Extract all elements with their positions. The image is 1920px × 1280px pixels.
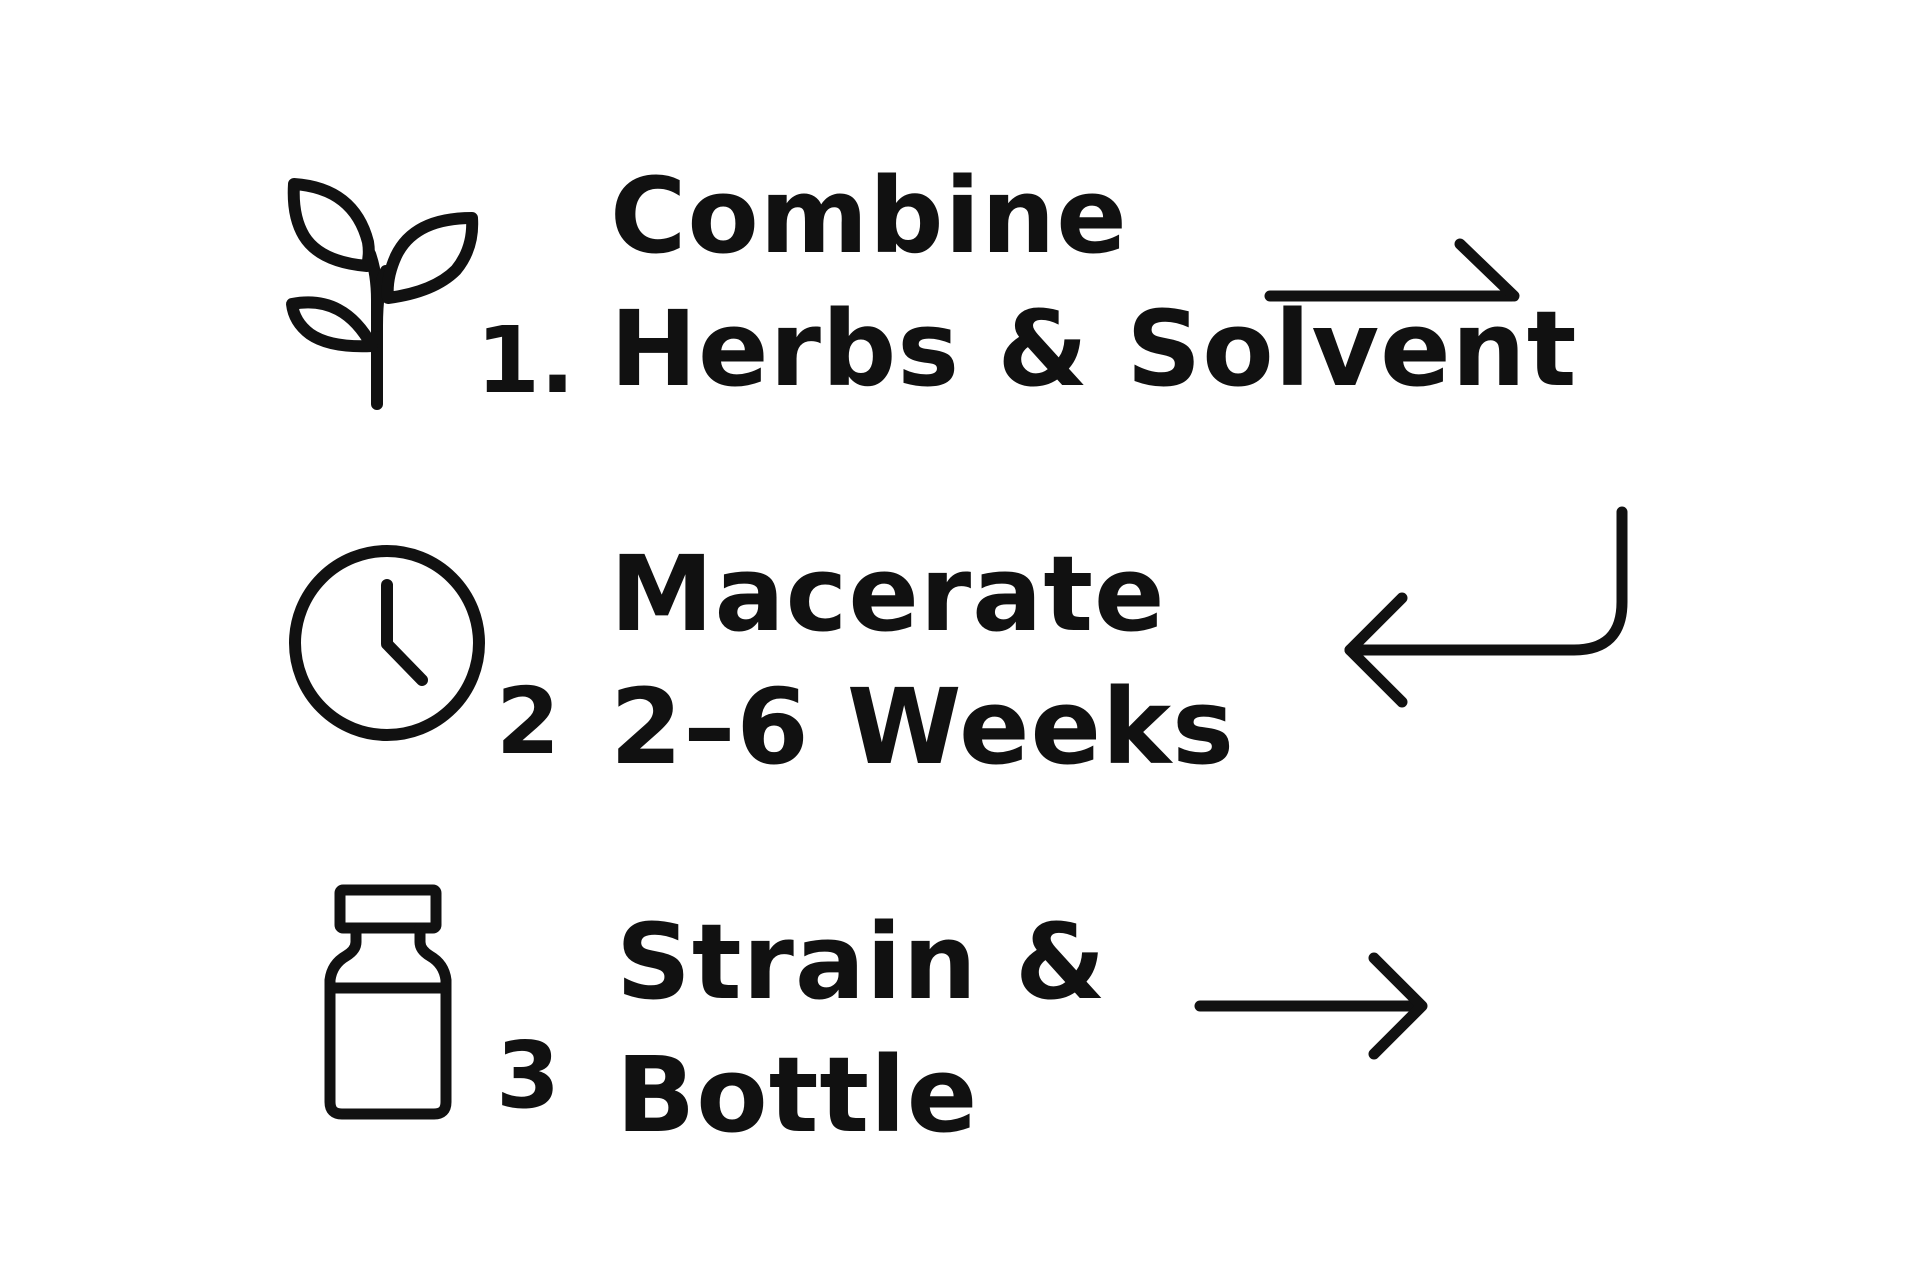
step-number-1: 1.	[476, 307, 575, 414]
arrow-return-left-icon	[1330, 504, 1636, 710]
step-title-1-line-2: Herbs & Solvent	[610, 288, 1578, 410]
step-title-2: Macerate 2–6 Weeks	[610, 528, 1235, 794]
step-title-1: Combine Herbs & Solvent	[610, 150, 1577, 416]
step-title-3-line-2: Bottle	[616, 1034, 979, 1156]
step-title-1-line-1: Combine	[610, 155, 1128, 277]
step-title-3: Strain & Bottle	[616, 896, 1107, 1162]
clock-icon	[284, 540, 490, 746]
step-number-2: 2	[496, 668, 561, 775]
step-title-3-line-1: Strain &	[616, 901, 1107, 1023]
step-number-3: 3	[496, 1022, 561, 1129]
bottle-icon	[322, 882, 454, 1122]
step-title-2-line-2: 2–6 Weeks	[610, 666, 1236, 788]
arrow-right-icon	[1192, 950, 1432, 1062]
step-title-2-line-1: Macerate	[610, 533, 1166, 655]
arrow-right-icon	[1262, 232, 1526, 308]
plant-sprout-icon	[284, 176, 484, 410]
